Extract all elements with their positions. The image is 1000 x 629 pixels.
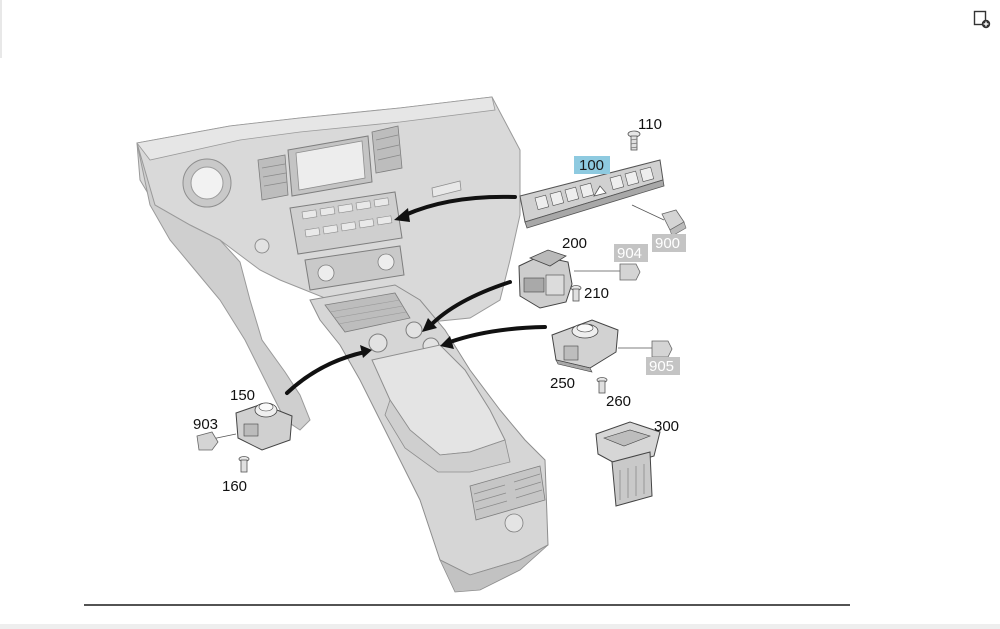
part-100-switch-panel[interactable] <box>519 159 665 229</box>
callout-110[interactable]: 110 <box>638 116 662 133</box>
callout-300[interactable]: 300 <box>654 418 679 435</box>
callout-200[interactable]: 200 <box>562 235 587 252</box>
part-200-switch-unit[interactable] <box>518 249 573 309</box>
callout-250[interactable]: 250 <box>550 375 575 392</box>
part-905-connector[interactable] <box>651 340 673 358</box>
bottom-scroll-strip <box>0 624 1000 629</box>
leader-line <box>631 204 665 221</box>
callout-905[interactable]: 905 <box>649 358 674 375</box>
callout-905-tag <box>646 357 680 375</box>
part-110-screw[interactable] <box>627 130 641 151</box>
callout-150[interactable]: 150 <box>230 387 255 404</box>
arrow-heads <box>360 208 454 358</box>
car-interior-illustration <box>136 96 549 593</box>
part-260-screw[interactable] <box>596 377 608 394</box>
part-903-connector[interactable] <box>196 431 219 451</box>
callout-900-tag <box>652 234 686 252</box>
part-150-controller[interactable] <box>235 402 293 451</box>
part-904-connector[interactable] <box>619 263 641 281</box>
pointer-arrows <box>285 194 547 395</box>
document-add-icon <box>973 10 991 29</box>
part-300-bezel-housing[interactable] <box>595 421 661 507</box>
callout-904-tag <box>614 244 648 262</box>
callout-labels: 100 110 900 200 904 210 905 250 260 150 … <box>193 116 686 495</box>
callout-904[interactable]: 904 <box>617 245 642 262</box>
part-210-screw[interactable] <box>570 285 582 302</box>
callout-100[interactable]: 100 <box>579 157 604 174</box>
callout-260[interactable]: 260 <box>606 393 631 410</box>
left-edge-strip <box>0 0 2 58</box>
callout-100-highlight <box>574 156 610 174</box>
callout-903[interactable]: 903 <box>193 416 218 433</box>
part-160-screw[interactable] <box>238 456 250 473</box>
callout-160[interactable]: 160 <box>222 478 247 495</box>
part-250-controller[interactable] <box>551 319 619 373</box>
part-900-connector[interactable] <box>661 209 687 237</box>
add-document-button[interactable] <box>972 9 992 29</box>
callout-900[interactable]: 900 <box>655 235 680 252</box>
callout-210[interactable]: 210 <box>584 285 609 302</box>
